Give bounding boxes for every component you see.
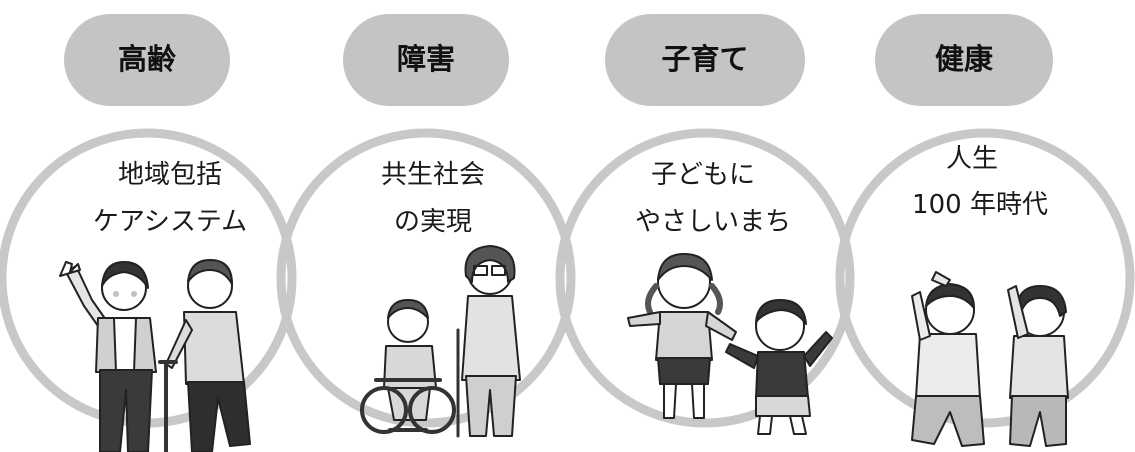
disability-line-1: 共生社会 — [381, 160, 485, 190]
pill-title-elderly: 高齢 — [118, 42, 177, 76]
pill-childcare: 子育て — [605, 14, 805, 106]
wheelchair-child-illustration — [360, 299, 456, 434]
panel-texts: 地域包括 ケアシステム 共生社会 の実現 子どもに やさしいまち 人生 100 … — [93, 144, 1048, 237]
pill-title-childcare: 子育て — [661, 42, 748, 76]
pill-health: 健康 — [875, 14, 1053, 106]
man-stretching-illustration — [911, 271, 985, 447]
health-line-1: 人生 — [946, 144, 998, 174]
ring-childcare — [555, 128, 855, 428]
disability-line-2: の実現 — [394, 207, 472, 237]
girl-waving-illustration — [627, 253, 737, 419]
pill-disability: 障害 — [343, 14, 509, 106]
elderly-woman-illustration — [59, 261, 157, 452]
boy-waving-illustration — [725, 299, 833, 435]
ring-disability — [276, 128, 576, 428]
elderly-man-illustration — [158, 259, 251, 452]
ring-health — [835, 128, 1135, 428]
elderly-line-1: 地域包括 — [118, 160, 222, 190]
adult-with-white-cane-illustration — [456, 245, 521, 438]
woman-stretching-illustration — [1007, 285, 1069, 447]
pill-elderly: 高齢 — [64, 14, 230, 106]
elderly-line-2: ケアシステム — [93, 207, 247, 237]
pill-title-disability: 障害 — [397, 42, 455, 76]
title-pills: 高齢 障害 子育て 健康 — [64, 14, 1053, 106]
health-line-2: 100 年時代 — [912, 190, 1048, 220]
childcare-line-1: 子どもに — [651, 160, 755, 190]
childcare-line-2: やさしいまち — [635, 207, 791, 237]
pill-title-health: 健康 — [935, 42, 994, 76]
